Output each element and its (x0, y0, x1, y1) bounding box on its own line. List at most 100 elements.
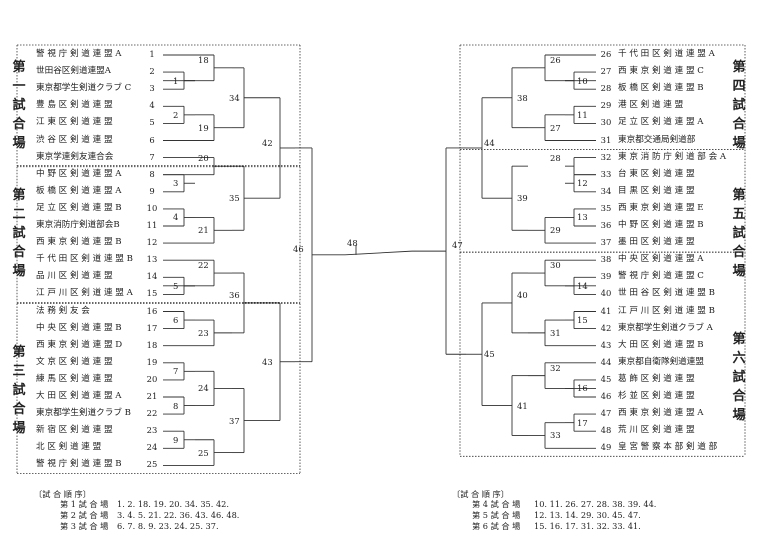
venue-label-char: 試 (12, 226, 26, 241)
left-team-name: 新 宿 区 剣 道 連 盟 (36, 425, 113, 436)
right-team-name: 西 東 京 剣 道 連 盟 C (618, 66, 704, 77)
left-team-seed: 16 (146, 305, 158, 316)
right-team-name: 千 代 田 区 剣 道 連 盟 A (618, 49, 715, 59)
right-team-seed: 43 (600, 339, 612, 350)
match-number: 48 (347, 237, 358, 248)
match-number: 47 (452, 240, 463, 251)
venue-label-char: 場 (732, 408, 746, 423)
match-number: 42 (262, 137, 273, 148)
right-team-seed: 34 (600, 185, 612, 196)
left-team-name: 大 田 区 剣 道 連 盟 A (36, 391, 122, 401)
right-team-name: 目 黒 区 剣 道 連 盟 (618, 185, 695, 196)
match-number: 17 (577, 417, 588, 428)
match-number: 26 (550, 54, 561, 65)
match-number: 21 (198, 225, 209, 236)
venue-label-char: 第 (732, 332, 746, 347)
left-team-seed: 21 (146, 391, 158, 401)
venue-label-char: 三 (12, 364, 26, 379)
venue-label-char: 四 (732, 79, 746, 94)
order-right-seq-6: 15. 16. 17. 31. 32. 33. 41. (534, 521, 641, 531)
order-left-venue-1: 第 1 試 合 場 (60, 499, 109, 509)
match-number: 12 (577, 178, 588, 189)
right-team-name: 荒 川 区 剣 道 連 盟 (618, 425, 695, 436)
right-team-name: 杉 並 区 剣 道 連 盟 (618, 391, 695, 401)
venue-label-char: 合 (12, 245, 26, 260)
right-team-seed: 49 (600, 442, 612, 453)
left-team-seed: 3 (149, 83, 155, 94)
match-number: 24 (198, 383, 209, 394)
right-team-seed: 47 (600, 408, 612, 419)
left-team-name: 警 視 庁 剣 道 連 盟 A (36, 49, 122, 59)
right-team-name: 皇 宮 警 察 本 部 剣 道 部 (618, 442, 718, 453)
match-number: 10 (577, 75, 588, 86)
left-team-seed: 6 (149, 134, 155, 145)
match-number: 15 (577, 315, 588, 326)
venue-label-char: 場 (732, 264, 746, 279)
right-team-seed: 45 (600, 373, 612, 384)
match-number: 19 (198, 122, 209, 133)
left-team-seed: 25 (146, 459, 158, 470)
left-team-name: 東京学連剣友連合会 (36, 151, 114, 162)
left-team-seed: 13 (146, 254, 158, 265)
right-team-name: 港 区 剣 道 連 盟 (618, 100, 684, 111)
match-number: 22 (198, 260, 209, 271)
order-right-seq-4: 10. 11. 26. 27. 28. 38. 39. 44. (534, 499, 657, 509)
match-number: 45 (484, 349, 495, 360)
match-number: 14 (577, 280, 588, 291)
right-team-name: 台 東 区 剣 道 連 盟 (618, 168, 695, 179)
left-team-name: 中 央 区 剣 道 連 盟 B (36, 322, 122, 333)
right-team-name: 世 田 谷 区 剣 道 連 盟 B (618, 288, 715, 299)
right-team-seed: 36 (600, 220, 612, 230)
left-team-seed: 9 (149, 185, 155, 196)
right-team-seed: 46 (600, 391, 612, 401)
right-team-seed: 33 (600, 168, 612, 179)
right-team-name: 中 野 区 剣 道 連 盟 B (618, 220, 704, 230)
venue-label-char: 場 (732, 136, 746, 151)
left-team-name: 江 東 区 剣 道 連 盟 (36, 117, 113, 128)
order-right-venue-5: 第 5 試 合 場 (472, 510, 521, 520)
left-team-seed: 20 (146, 373, 158, 384)
match-number: 13 (577, 212, 588, 223)
left-team-seed: 2 (149, 66, 155, 77)
left-team-name: 東京都学生剣道クラブ C (36, 83, 132, 94)
venue-label-char: 合 (12, 117, 26, 132)
right-team-seed: 29 (600, 100, 612, 111)
right-team-seed: 48 (600, 425, 612, 436)
venue-label-char: 合 (12, 402, 26, 417)
right-team-name: 西 東 京 剣 道 連 盟 A (618, 408, 704, 419)
left-team-name: 警 視 庁 剣 道 連 盟 B (36, 459, 122, 470)
right-team-seed: 39 (600, 271, 612, 282)
order-left-venue-3: 第 3 試 合 場 (60, 521, 109, 531)
left-team-seed: 1 (149, 49, 155, 59)
left-team-name: 北 区 剣 道 連 盟 (36, 442, 102, 453)
venue-label-char: 二 (12, 207, 26, 222)
right-team-name: 警 視 庁 剣 道 連 盟 C (618, 271, 704, 282)
venue-label-char: 試 (12, 383, 26, 398)
match-number: 5 (173, 280, 179, 291)
venue-label-char: 試 (732, 370, 746, 385)
left-team-seed: 17 (146, 322, 158, 333)
right-team-seed: 26 (600, 49, 612, 59)
left-team-seed: 12 (146, 237, 158, 248)
order-left-venue-2: 第 2 試 合 場 (60, 510, 109, 520)
right-team-name: 大 田 区 剣 道 連 盟 B (618, 339, 704, 350)
left-team-name: 練 馬 区 剣 道 連 盟 (36, 373, 113, 384)
right-team-seed: 35 (600, 202, 612, 213)
left-team-name: 西 東 京 剣 道 連 盟 B (36, 237, 122, 248)
right-team-name: 中 央 区 剣 道 連 盟 A (618, 254, 704, 265)
order-right-venue-4: 第 4 試 合 場 (472, 499, 521, 509)
left-team-name: 文 京 区 剣 道 連 盟 (36, 356, 113, 367)
venue-label-char: 試 (732, 98, 746, 113)
left-team-name: 東京都学生剣道クラブ B (36, 408, 131, 419)
right-team-seed: 44 (600, 356, 612, 367)
order-left-seq-3: 6. 7. 8. 9. 23. 24. 25. 37. (117, 521, 219, 531)
order-right-seq-5: 12. 13. 14. 29. 30. 45. 47. (534, 510, 641, 520)
left-team-name: 渋 谷 区 剣 道 連 盟 (36, 134, 113, 145)
match-number: 37 (229, 415, 240, 426)
right-team-seed: 41 (600, 305, 612, 316)
left-team-name: 西 東 京 剣 道 連 盟 D (36, 339, 123, 350)
order-left-title: 〔試 合 順 序〕 (34, 489, 91, 499)
right-team-seed: 28 (600, 83, 612, 94)
